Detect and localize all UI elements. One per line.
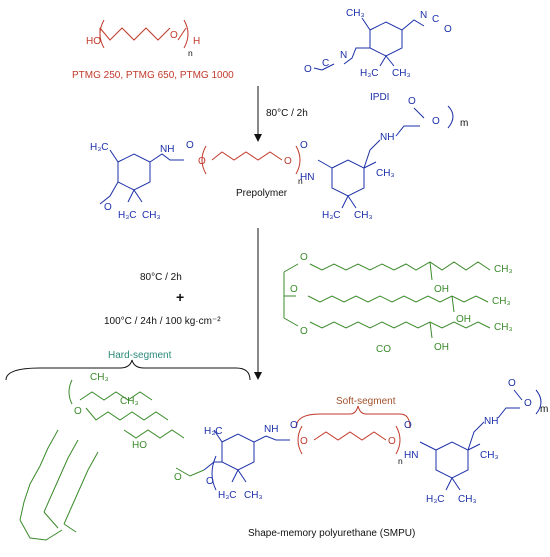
co-o-bottom: O — [300, 326, 308, 337]
smpu-ch3-second: CH₃ — [120, 396, 139, 407]
step2-plus: + — [176, 289, 184, 305]
prepolymer-ch3-right: CH₃ — [376, 168, 395, 179]
prepolymer-o-carbonyl-left: O — [186, 140, 194, 151]
smpu-hn-label: HN — [404, 450, 418, 461]
co-o-top: O — [300, 252, 308, 263]
smpu-n-label: n — [398, 456, 403, 466]
prepolymer-ch3-bottom: CH₃ — [142, 210, 161, 221]
co-oh-bottom: OH — [434, 342, 449, 353]
ptmg-structure: HO O H n PTMG 250, PTMG 650, PTMG 1000 — [72, 19, 234, 81]
prepolymer-nh-right: NH — [380, 132, 394, 143]
smpu-ho-label: HO — [132, 440, 147, 451]
prepolymer-structure: H₃C O H₃C CH₃ NH O O O n O HN CH₃ H₃C CH… — [90, 96, 468, 221]
smpu-m-label: m — [540, 404, 548, 415]
ipdi-n-top: N — [420, 10, 427, 21]
smpu-o-carbonyl-right: O — [404, 420, 412, 431]
soft-segment-label: Soft-segment — [336, 396, 396, 407]
ipdi-o-left: O — [304, 64, 312, 75]
smpu-nh-right: NH — [484, 416, 498, 427]
prepolymer-o-left: O — [104, 202, 112, 213]
smpu-ch3-right-bottom: CH₃ — [458, 494, 477, 505]
smpu-ch3-right: CH₃ — [480, 450, 499, 461]
prepolymer-n-label: n — [298, 176, 303, 186]
co-oh-top: OH — [434, 284, 449, 295]
co-oh-middle: OH — [456, 314, 471, 325]
co-o-middle: O — [290, 284, 298, 295]
ptmg-ho-label: HO — [86, 36, 101, 47]
prepolymer-o-chain-right: O — [284, 156, 292, 167]
ipdi-c-left: C — [322, 58, 329, 69]
ipdi-ch3-bottom: CH₃ — [392, 68, 411, 79]
prepolymer-o-carbonyl-right: O — [300, 140, 308, 151]
prepolymer-o-carbonyl-top: O — [408, 96, 416, 107]
ipdi-n-left: N — [340, 50, 347, 61]
ptmg-n-label: n — [188, 48, 193, 58]
prepolymer-ch3-right-bottom: CH₃ — [354, 210, 373, 221]
ptmg-variants: PTMG 250, PTMG 650, PTMG 1000 — [72, 70, 234, 81]
ipdi-structure: CH₃ N C O N C O H₃C CH₃ IPDI — [304, 8, 452, 103]
smpu-ch3-top: CH₃ — [90, 372, 109, 383]
prepolymer-h3c-left: H₃C — [90, 142, 109, 153]
ipdi-name: IPDI — [370, 92, 389, 103]
prepolymer-h3c-bottom: H₃C — [118, 210, 137, 221]
ptmg-o-label: O — [170, 30, 178, 41]
ipdi-c-top: C — [432, 14, 439, 25]
smpu-h3c-left: H₃C — [204, 426, 223, 437]
castor-oil-structure: O O O CH₃ CH₃ CH₃ OH OH OH CO — [283, 252, 513, 355]
smpu-name: Shape-memory polyurethane (SMPU) — [248, 528, 415, 539]
co-ch3-middle: CH₃ — [492, 296, 511, 307]
smpu-nh-left: NH — [264, 424, 278, 435]
co-ch3-bottom: CH₃ — [494, 322, 513, 333]
smpu-h3c-right: H₃C — [426, 494, 445, 505]
prepolymer-o-ester-top: O — [432, 116, 440, 127]
ipdi-ch3-top: CH₃ — [346, 8, 365, 19]
smpu-o-chain-left: O — [300, 436, 308, 447]
smpu-structure: Hard-segment Soft-segment CH₃ CH₃ O HO O… — [5, 350, 548, 541]
ipdi-h3c-label: H₃C — [360, 68, 379, 79]
co-ch3-top: CH₃ — [494, 264, 513, 275]
ptmg-h-label: H — [193, 36, 200, 47]
smpu-o-carbonyl-mid: O — [290, 420, 298, 431]
co-name: CO — [376, 344, 391, 355]
smpu-o-chain-right: O — [388, 436, 396, 447]
prepolymer-name: Prepolymer — [236, 188, 288, 199]
prepolymer-h3c-right: H₃C — [322, 210, 341, 221]
smpu-o-carbonyl-left: O — [206, 476, 214, 487]
smpu-o-ester-top: O — [524, 398, 532, 409]
hard-segment-label: Hard-segment — [108, 350, 172, 361]
smpu-o-ether: O — [74, 406, 82, 417]
smpu-ch3-bottom: CH₃ — [244, 490, 263, 501]
smpu-o-carbonyl-top: O — [508, 378, 516, 389]
smpu-h3c-bottom: H₃C — [218, 490, 237, 501]
prepolymer-nh-left: NH — [160, 144, 174, 155]
ipdi-o-top: O — [444, 24, 452, 35]
prepolymer-hn-label: HN — [300, 172, 314, 183]
step2-condition-1: 80°C / 2h — [140, 272, 182, 283]
step1-condition: 80°C / 2h — [266, 108, 308, 119]
prepolymer-o-chain-left: O — [198, 156, 206, 167]
smpu-o-ester: O — [174, 472, 182, 483]
reaction-arrow-2: 80°C / 2h + 100°C / 24h / 100 kg·cm⁻² — [104, 228, 262, 380]
reaction-arrow-1: 80°C / 2h — [254, 86, 308, 142]
prepolymer-m-label: m — [460, 118, 468, 129]
step2-condition-2: 100°C / 24h / 100 kg·cm⁻² — [104, 316, 221, 327]
